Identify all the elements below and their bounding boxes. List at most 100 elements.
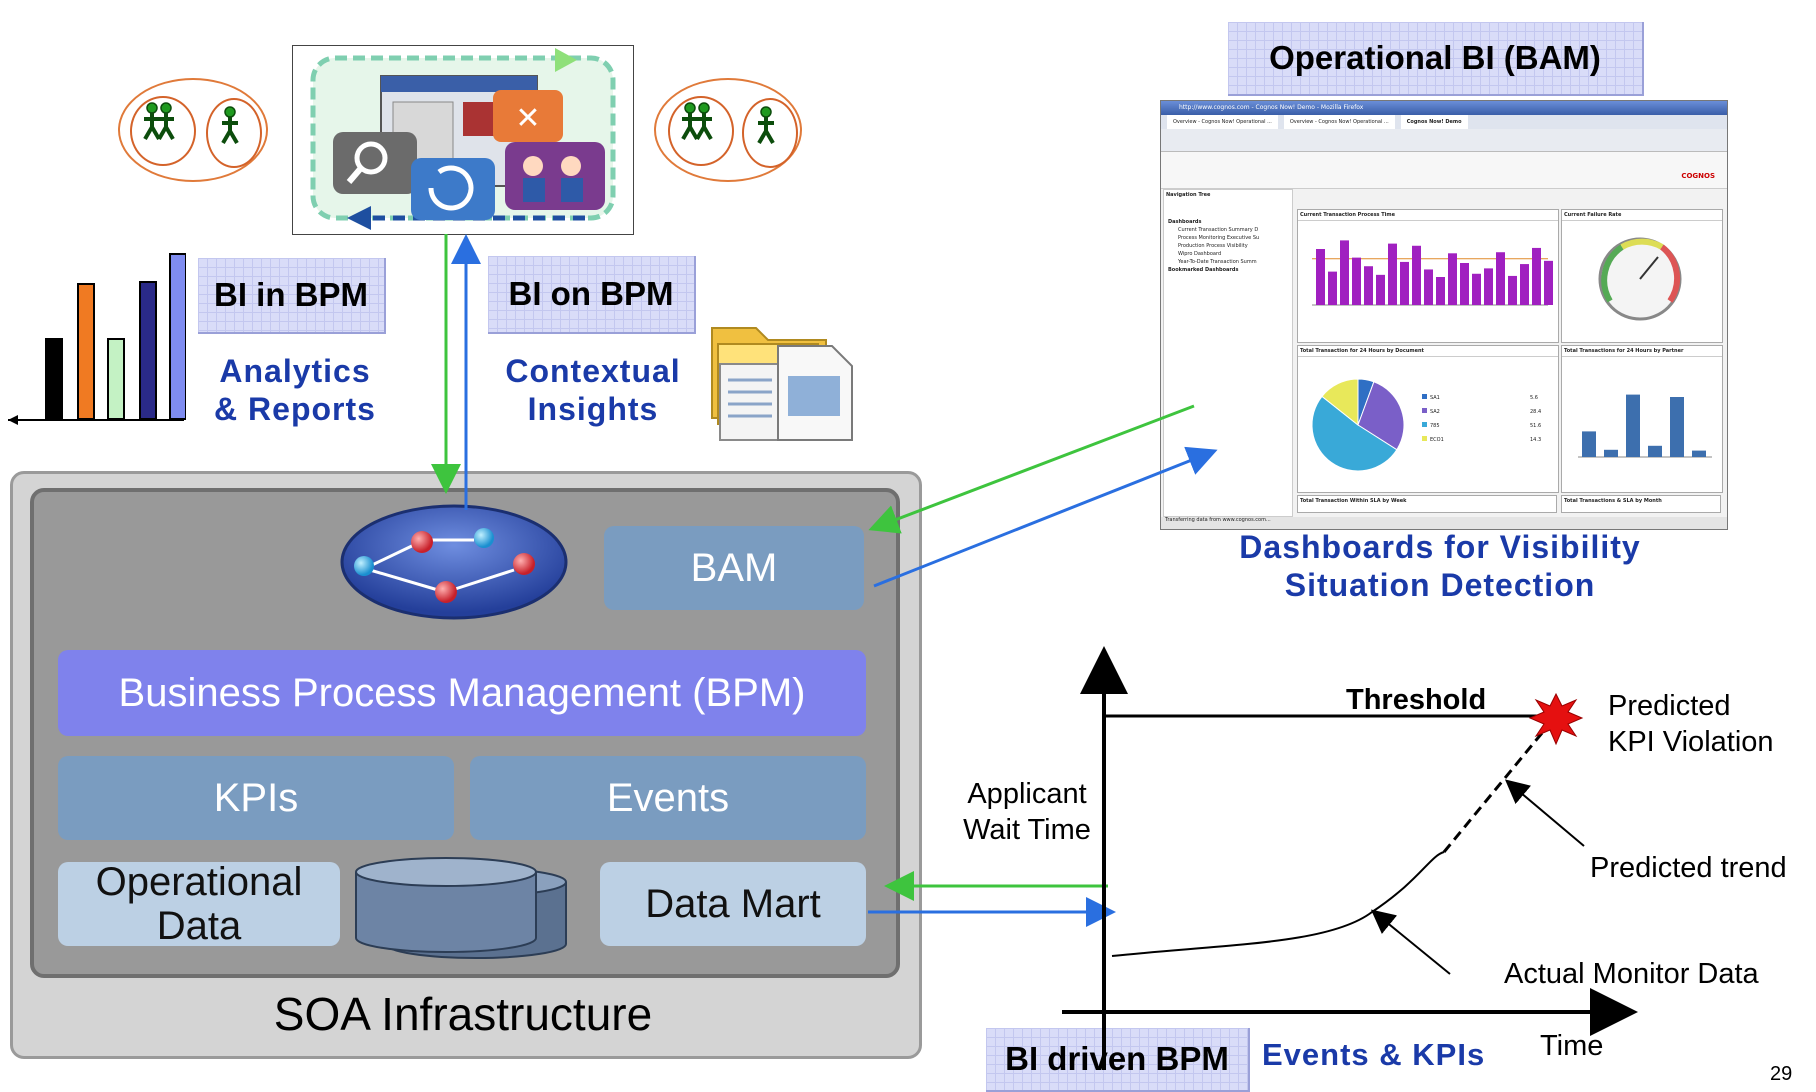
pie-slice	[1321, 378, 1359, 427]
caption-events-kpis: Events & KPIs	[1262, 1037, 1486, 1072]
actual-data-label: Actual Monitor Data	[1504, 958, 1759, 990]
caption-contextual-line1: Contextual	[505, 353, 681, 389]
tree-item[interactable]: Production Process Visibility	[1178, 243, 1248, 249]
process-time-bar	[1484, 268, 1493, 305]
partner-bar	[1582, 431, 1596, 457]
tree-item[interactable]: Dashboards	[1168, 219, 1202, 225]
documents-icon	[711, 327, 853, 441]
tree-item[interactable]: Current Transaction Summary D	[1178, 227, 1259, 233]
process-time-bar	[1352, 257, 1361, 305]
process-time-bar	[1508, 275, 1517, 305]
legend-swatch	[1422, 436, 1427, 441]
predicted-violation-line1: Predicted	[1608, 690, 1731, 722]
browser-tab[interactable]: Overview - Cognos Now! Operational ...	[1283, 115, 1395, 129]
legend-label: 785	[1430, 423, 1440, 429]
bpm-box: Business Process Management (BPM)	[58, 650, 866, 736]
operational-data-line1: Operational	[95, 860, 303, 904]
process-time-bar	[1436, 277, 1445, 305]
panel-title: Total Transaction for 24 Hours by Docume…	[1298, 346, 1558, 357]
people-icons	[143, 102, 775, 145]
events-box: Events	[470, 756, 866, 840]
panel-document: Total Transaction for 24 Hours by Docume…	[1297, 345, 1559, 493]
browser-tabs: Overview - Cognos Now! Operational ... O…	[1161, 115, 1727, 129]
caption-analytics: Analytics & Reports	[190, 352, 400, 429]
svg-text:✕: ✕	[515, 101, 540, 136]
caption-analytics-line2: & Reports	[214, 391, 376, 428]
process-time-bar	[1376, 274, 1385, 305]
process-time-bar	[1412, 245, 1421, 305]
process-time-bar	[1448, 253, 1457, 305]
soa-label: SOA Infrastructure	[273, 988, 653, 1040]
process-time-bar	[1424, 269, 1433, 305]
tree-item[interactable]: Wipro Dashboard	[1178, 251, 1222, 257]
status-bar: Transferring data from www.cognos.com...	[1161, 517, 1727, 529]
process-time-bar	[1532, 247, 1541, 305]
process-flow-icon	[340, 504, 568, 620]
caption-dashboards-line2: Situation Detection	[1284, 567, 1596, 604]
caption-dashboards: Dashboards for Visibility Situation Dete…	[1170, 528, 1710, 605]
database-icon	[355, 857, 567, 959]
partner-bar	[1670, 397, 1684, 457]
process-time-bar	[1316, 249, 1325, 305]
legend-value: 5.6	[1530, 395, 1538, 401]
axis-label-x: Time	[1540, 1030, 1604, 1062]
legend-value: 14.3	[1530, 437, 1541, 443]
panel-title: Current Failure Rate	[1562, 210, 1722, 221]
browser-tab[interactable]: Cognos Now! Demo	[1400, 115, 1468, 129]
note-operational-bi: Operational BI (BAM)	[1228, 22, 1644, 96]
tree-item[interactable]: Bookmarked Dashboards	[1168, 267, 1239, 273]
predicted-trend-label: Predicted trend	[1590, 852, 1787, 884]
partner-bar	[1626, 394, 1640, 457]
partner-bar	[1692, 450, 1706, 457]
note-bi-driven-bpm: BI driven BPM	[986, 1028, 1250, 1092]
navigation-tree-title: Navigation Tree	[1166, 192, 1211, 198]
pie-slice	[1311, 395, 1398, 472]
process-time-bar	[1472, 273, 1481, 305]
process-time-bar	[1400, 261, 1409, 305]
bar-chart-icon	[8, 253, 186, 425]
axis-label-y-line2: Wait Time	[963, 814, 1091, 847]
process-time-bar	[1328, 271, 1337, 305]
partner-bar	[1604, 449, 1618, 457]
legend-label: ECO1	[1430, 437, 1444, 443]
legend-swatch	[1422, 408, 1427, 413]
tree-item[interactable]: Year-To-Date Transaction Summ	[1178, 259, 1257, 265]
process-time-bar	[1388, 243, 1397, 305]
browser-title-bar: http://www.cognos.com - Cognos Now! Demo…	[1161, 101, 1727, 115]
failure-rate-gauge	[1598, 237, 1682, 321]
process-time-bar	[1460, 263, 1469, 305]
legend-swatch	[1422, 394, 1427, 399]
legend-label: SA2	[1430, 409, 1440, 415]
brand-logo: COGNOS	[1681, 172, 1715, 180]
legend-value: 51.6	[1530, 423, 1541, 429]
application-illustration: ✕	[292, 45, 634, 235]
operational-data-box: Operational Data	[58, 860, 340, 948]
panel-partner: Total Transactions for 24 Hours by Partn…	[1561, 345, 1723, 493]
browser-tab[interactable]: Overview - Cognos Now! Operational ...	[1167, 115, 1278, 129]
data-mart-box: Data Mart	[600, 862, 866, 946]
caption-analytics-line1: Analytics	[219, 353, 371, 389]
panel-sla-month: Total Transactions & SLA by Month	[1561, 495, 1721, 513]
note-bi-on-bpm: BI on BPM	[488, 256, 696, 334]
dashboard-screenshot: http://www.cognos.com - Cognos Now! Demo…	[1160, 100, 1728, 530]
predicted-violation-line2: KPI Violation	[1608, 726, 1774, 759]
partner-bar	[1648, 445, 1662, 457]
panel-title: Total Transactions for 24 Hours by Partn…	[1562, 346, 1722, 357]
process-time-bar	[1544, 260, 1553, 305]
panel-failure-rate: Current Failure Rate	[1561, 209, 1723, 343]
pie-slice	[1357, 381, 1405, 451]
process-time-bar	[1364, 266, 1373, 305]
browser-toolbar	[1161, 129, 1727, 152]
tree-item[interactable]: Process Monitoring Executive Su	[1178, 235, 1260, 241]
operational-data-line2: Data	[156, 904, 242, 948]
caption-dashboards-line1: Dashboards for Visibility	[1239, 529, 1641, 565]
process-time-bar	[1340, 240, 1349, 305]
legend-swatch	[1422, 422, 1427, 427]
axis-label-y: Applicant Wait Time	[958, 776, 1096, 849]
panel-title: Current Transaction Process Time	[1298, 210, 1558, 221]
partner-bars	[1578, 394, 1712, 458]
bam-box: BAM	[604, 526, 864, 610]
caption-contextual-line2: Insights	[527, 391, 659, 428]
